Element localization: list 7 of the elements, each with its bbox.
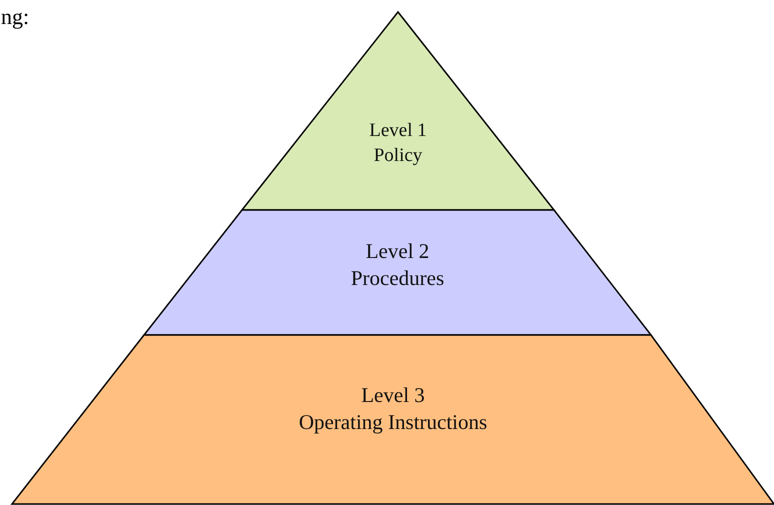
cut-off-text: ng:	[1, 4, 30, 30]
level-name: Procedures	[350, 265, 444, 292]
level-heading: Level 2	[366, 238, 430, 265]
level-heading: Level 3	[361, 382, 425, 409]
level-name: Policy	[374, 144, 422, 168]
level-heading: Level 1	[369, 119, 427, 143]
level-name: Operating Instructions	[298, 409, 488, 436]
